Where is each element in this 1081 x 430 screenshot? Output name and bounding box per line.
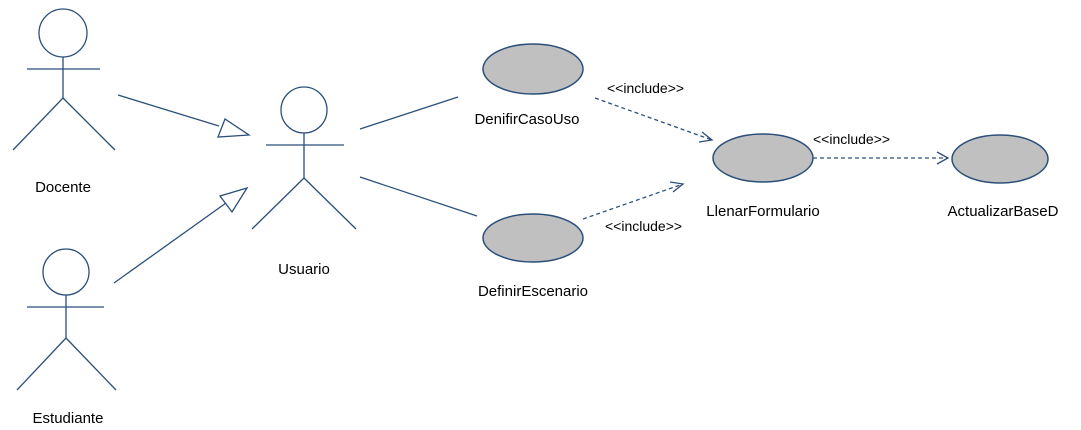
actor-usuario-label: Usuario <box>278 261 330 278</box>
include-2-line <box>582 183 684 220</box>
generalization-docente-usuario[interactable] <box>117 94 251 138</box>
actor-usuario[interactable]: Usuario <box>251 86 357 278</box>
include-3-label: <<include>> <box>813 131 890 147</box>
include-1-line <box>594 97 713 141</box>
use-case-definir-escenario[interactable]: DefinirEscenario <box>478 213 588 300</box>
generalization-estudiante-arrowhead <box>218 186 249 214</box>
use-case-definir-caso-uso-label: DenifirCasoUso <box>474 111 579 128</box>
actor-docente[interactable]: Docente <box>12 8 116 196</box>
include-1-label: <<include>> <box>607 80 684 96</box>
use-case-llenar-formulario-label: LlenarFormulario <box>706 203 819 220</box>
generalization-docente-arrowhead <box>217 118 251 138</box>
include-definir-escenario-llenar[interactable]: <<include>> <box>582 181 685 234</box>
actor-docente-label: Docente <box>35 179 91 196</box>
include-3-arrowhead <box>936 151 950 165</box>
actor-usuario-leg-right <box>303 177 357 230</box>
actor-estudiante-head <box>42 248 90 296</box>
actor-estudiante-label: Estudiante <box>33 410 104 427</box>
actor-docente-head <box>38 8 88 58</box>
include-1-arrowhead <box>698 131 714 143</box>
use-case-actualizar-base-label: ActualizarBaseD <box>948 203 1059 220</box>
association-usuario-definir-caso-uso[interactable] <box>359 96 459 130</box>
actor-usuario-head <box>280 86 328 134</box>
include-llenar-actualizar[interactable]: <<include>> <box>813 131 950 165</box>
use-case-actualizar-base-shape <box>951 134 1049 184</box>
use-case-definir-escenario-label: DefinirEscenario <box>478 283 588 300</box>
use-case-definir-caso-uso[interactable]: DenifirCasoUso <box>474 43 584 128</box>
generalization-estudiante-line <box>113 202 227 284</box>
actor-usuario-leg-left <box>251 177 305 230</box>
use-case-llenar-formulario[interactable]: LlenarFormulario <box>706 133 820 220</box>
include-2-label: <<include>> <box>605 218 682 234</box>
actor-estudiante[interactable]: Estudiante <box>16 248 117 427</box>
actor-estudiante-leg-right <box>65 337 117 391</box>
actor-docente-leg-right <box>62 97 116 151</box>
use-case-llenar-formulario-shape <box>712 133 814 183</box>
generalization-estudiante-usuario[interactable] <box>113 186 249 284</box>
use-case-definir-escenario-shape <box>482 213 584 263</box>
include-2-arrowhead <box>669 181 685 193</box>
use-case-definir-caso-uso-shape <box>482 43 584 95</box>
actor-estudiante-leg-left <box>16 337 67 391</box>
generalization-docente-line <box>117 94 220 127</box>
include-definir-caso-uso-llenar[interactable]: <<include>> <box>594 80 714 143</box>
use-case-actualizar-base[interactable]: ActualizarBaseD <box>948 134 1059 220</box>
actor-docente-leg-left <box>12 97 64 151</box>
association-usuario-definir-escenario[interactable] <box>359 176 478 217</box>
